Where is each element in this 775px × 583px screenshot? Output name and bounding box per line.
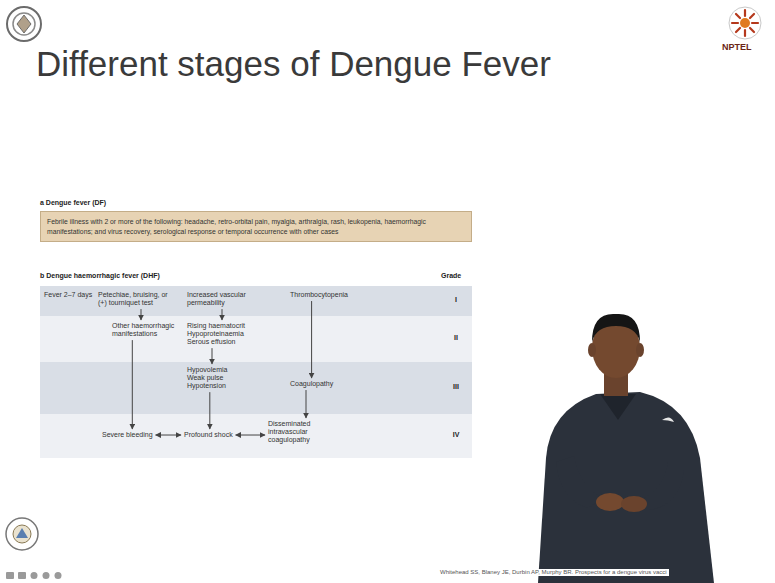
section-heading: b Dengue haemorrhagic fever (DHF) xyxy=(40,272,160,280)
definition-box: a Dengue fever (DF) Febrile illness with … xyxy=(40,199,472,242)
stage-item: Thrombocytopenia xyxy=(290,291,348,299)
flow-arrow xyxy=(222,309,223,320)
stage-item: Hypovolemia Weak pulse Hypotension xyxy=(187,366,237,390)
flow-arrow xyxy=(306,390,307,418)
stage-text: Hypovolemia Weak pulse Hypotension xyxy=(187,366,237,390)
stage-item: Severe bleeding xyxy=(102,431,153,439)
institute-logo xyxy=(7,7,41,41)
flow-arrow xyxy=(212,348,213,364)
citation: Whitehead SS, Blaney JE, Durbin AP, Murp… xyxy=(438,569,669,576)
table-bands xyxy=(40,286,472,458)
stage-text: Rising haematocrit Hypoproteinaemia Sero… xyxy=(187,322,267,346)
flow-arrow xyxy=(132,340,133,429)
stage-text: Disseminated intravascular coagulopathy xyxy=(268,420,322,444)
flow-arrow xyxy=(141,309,142,320)
slide-title: Different stages of Dengue Fever xyxy=(36,44,551,84)
stage-text: Severe bleeding xyxy=(102,431,153,439)
stage-item: Petechiae, bruising, or (+) tourniquet t… xyxy=(98,291,170,307)
grade-number: III xyxy=(446,383,466,391)
stage-text: Thrombocytopenia xyxy=(290,291,348,299)
grade-number: I xyxy=(446,296,466,304)
grade-number: IV xyxy=(446,431,466,439)
nptel-logo xyxy=(729,7,761,39)
flow-arrow xyxy=(209,392,210,429)
stage-text: Profound shock xyxy=(184,431,233,439)
stage-item: Fever 2–7 days xyxy=(44,291,92,299)
player-toolbar xyxy=(6,572,62,579)
stage-text: Other haemorrhagic manifestations xyxy=(112,322,178,338)
stage-text: Increased vascular permeability xyxy=(187,291,257,307)
section-heading: a Dengue fever (DF) xyxy=(40,199,472,207)
stage-item: Rising haematocrit Hypoproteinaemia Sero… xyxy=(187,322,267,346)
grade-number: II xyxy=(446,334,466,342)
column-heading: Grade xyxy=(441,272,461,280)
presenter-figure xyxy=(538,314,714,583)
flow-arrow xyxy=(311,301,312,378)
definition-text: Febrile illness with 2 or more of the fo… xyxy=(40,211,472,241)
stage-text: Petechiae, bruising, or (+) tourniquet t… xyxy=(98,291,170,307)
flow-arrow xyxy=(156,435,181,436)
flow-arrow xyxy=(236,435,265,436)
stage-text: Fever 2–7 days xyxy=(44,291,92,299)
stage-item: Increased vascular permeability xyxy=(187,291,257,307)
stage-item: Profound shock xyxy=(184,431,233,439)
stage-text: Coagulopathy xyxy=(290,380,333,388)
logo-wordmark: NPTEL xyxy=(722,42,752,53)
footer-logo xyxy=(6,518,38,550)
stage-item: Disseminated intravascular coagulopathy xyxy=(268,420,322,444)
stage-item: Other haemorrhagic manifestations xyxy=(112,322,178,338)
stage-item: Coagulopathy xyxy=(290,380,333,388)
